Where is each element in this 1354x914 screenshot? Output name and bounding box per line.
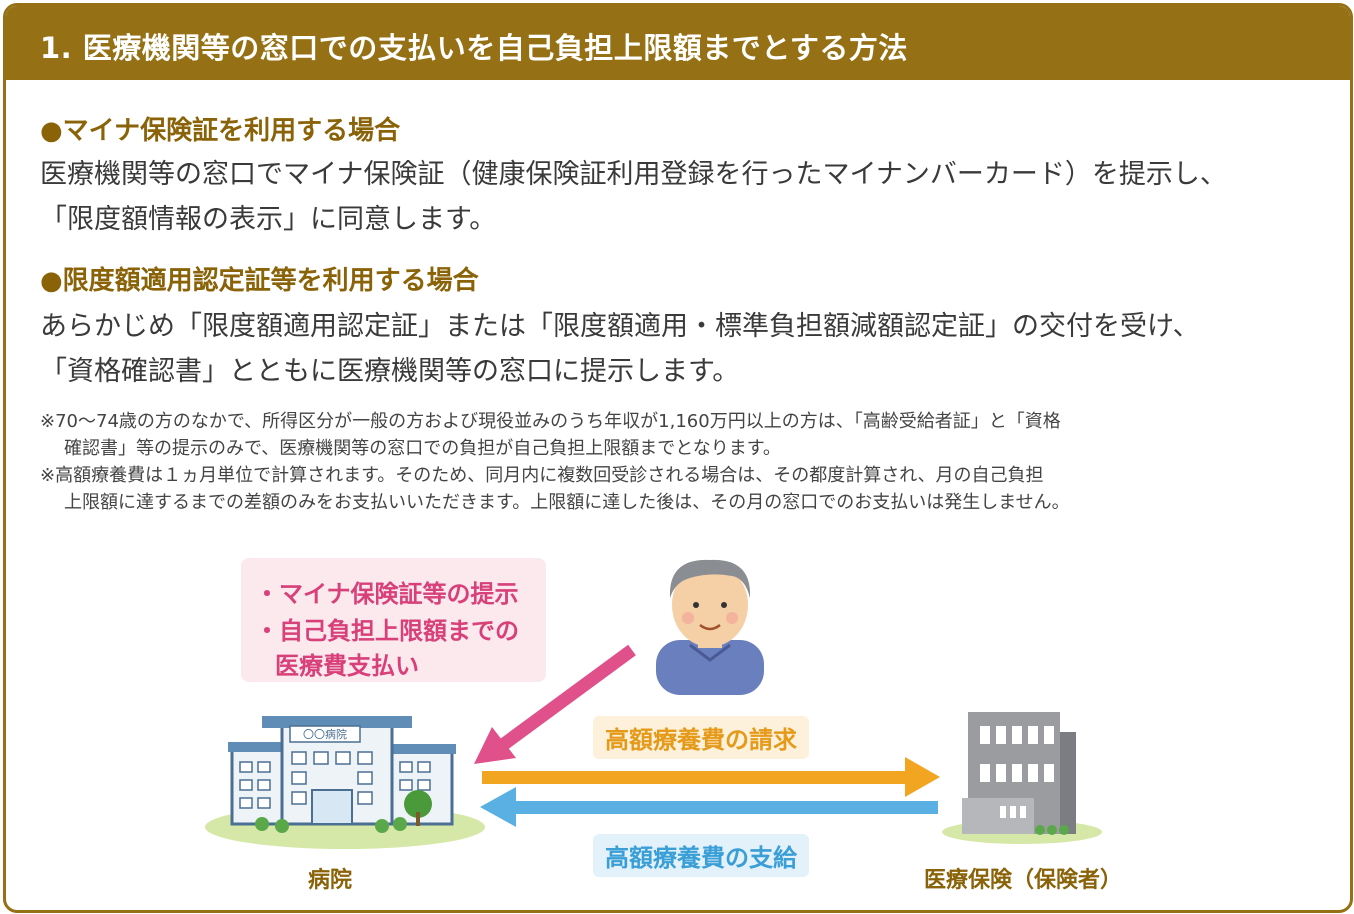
note-line: ※高額療養費は１ヵ月単位で計算されます。そのため、同月内に複数回受診される場合は… — [40, 465, 1044, 486]
note-line: 上限額に達するまでの差額のみをお支払いいただきます。上限額に達した後は、その月の… — [64, 492, 1070, 513]
patient-action-item: 医療費支払い — [275, 652, 419, 680]
payment-label: 高額療養費の支給 — [593, 834, 809, 877]
patient-action-item: ・マイナ保険証等の提示 — [255, 580, 519, 608]
patient-action-item: ・自己負担上限額までの — [255, 617, 519, 645]
insurer-building-icon — [962, 712, 1076, 835]
claim-arrow — [482, 757, 940, 797]
page-title: 1. 医療機関等の窓口での支払いを自己負担上限額までとする方法 — [40, 31, 908, 65]
hospital-sign: 〇〇病院 — [303, 727, 347, 741]
section-text-line: 「資格確認書」とともに医療機関等の窓口に提示します。 — [40, 356, 740, 387]
section-body-certificate: あらかじめ「限度額適用認定証」または「限度額適用・標準負担額減額認定証」の交付を… — [40, 304, 1200, 394]
section-text-line: あらかじめ「限度額適用認定証」または「限度額適用・標準負担額減額認定証」の交付を… — [40, 311, 1200, 342]
title-bar: 1. 医療機関等の窓口での支払いを自己負担上限額までとする方法 — [6, 6, 1350, 80]
hospital-label: 病院 — [308, 868, 353, 893]
section-text-line: 医療機関等の窓口でマイナ保険証（健康保険証利用登録を行ったマイナンバーカード）を… — [40, 159, 1227, 190]
note-line: 確認書」等の提示のみで、医療機関等の窓口での負担が自己負担上限額までとなります。 — [64, 438, 781, 459]
section-body-mynumber: 医療機関等の窓口でマイナ保険証（健康保険証利用登録を行ったマイナンバーカード）を… — [40, 152, 1227, 242]
payment-arrow — [480, 787, 938, 827]
section-heading-mynumber: ●マイナ保険証を利用する場合 — [40, 116, 401, 146]
claim-label: 高額療養費の請求 — [593, 716, 809, 759]
content-frame: 1. 医療機関等の窓口での支払いを自己負担上限額までとする方法 ●マイナ保険証を… — [3, 3, 1353, 913]
note-line: ※70～74歳の方のなかで、所得区分が一般の方および現役並みのうち年収が1,16… — [40, 411, 1061, 432]
section-text-line: 「限度額情報の表示」に同意します。 — [40, 204, 497, 235]
patient-actions-box: ・マイナ保険証等の提示 ・自己負担上限額までの 医療費支払い — [241, 558, 546, 682]
patient-person-icon — [656, 559, 764, 695]
insurer-label: 医療保険（保険者） — [924, 868, 1123, 893]
notes: ※70～74歳の方のなかで、所得区分が一般の方および現役並みのうち年収が1,16… — [40, 408, 1070, 516]
patient-to-hospital-arrow — [474, 644, 636, 764]
section-heading-certificate: ●限度額適用認定証等を利用する場合 — [40, 266, 479, 296]
hospital-icon — [228, 716, 456, 833]
